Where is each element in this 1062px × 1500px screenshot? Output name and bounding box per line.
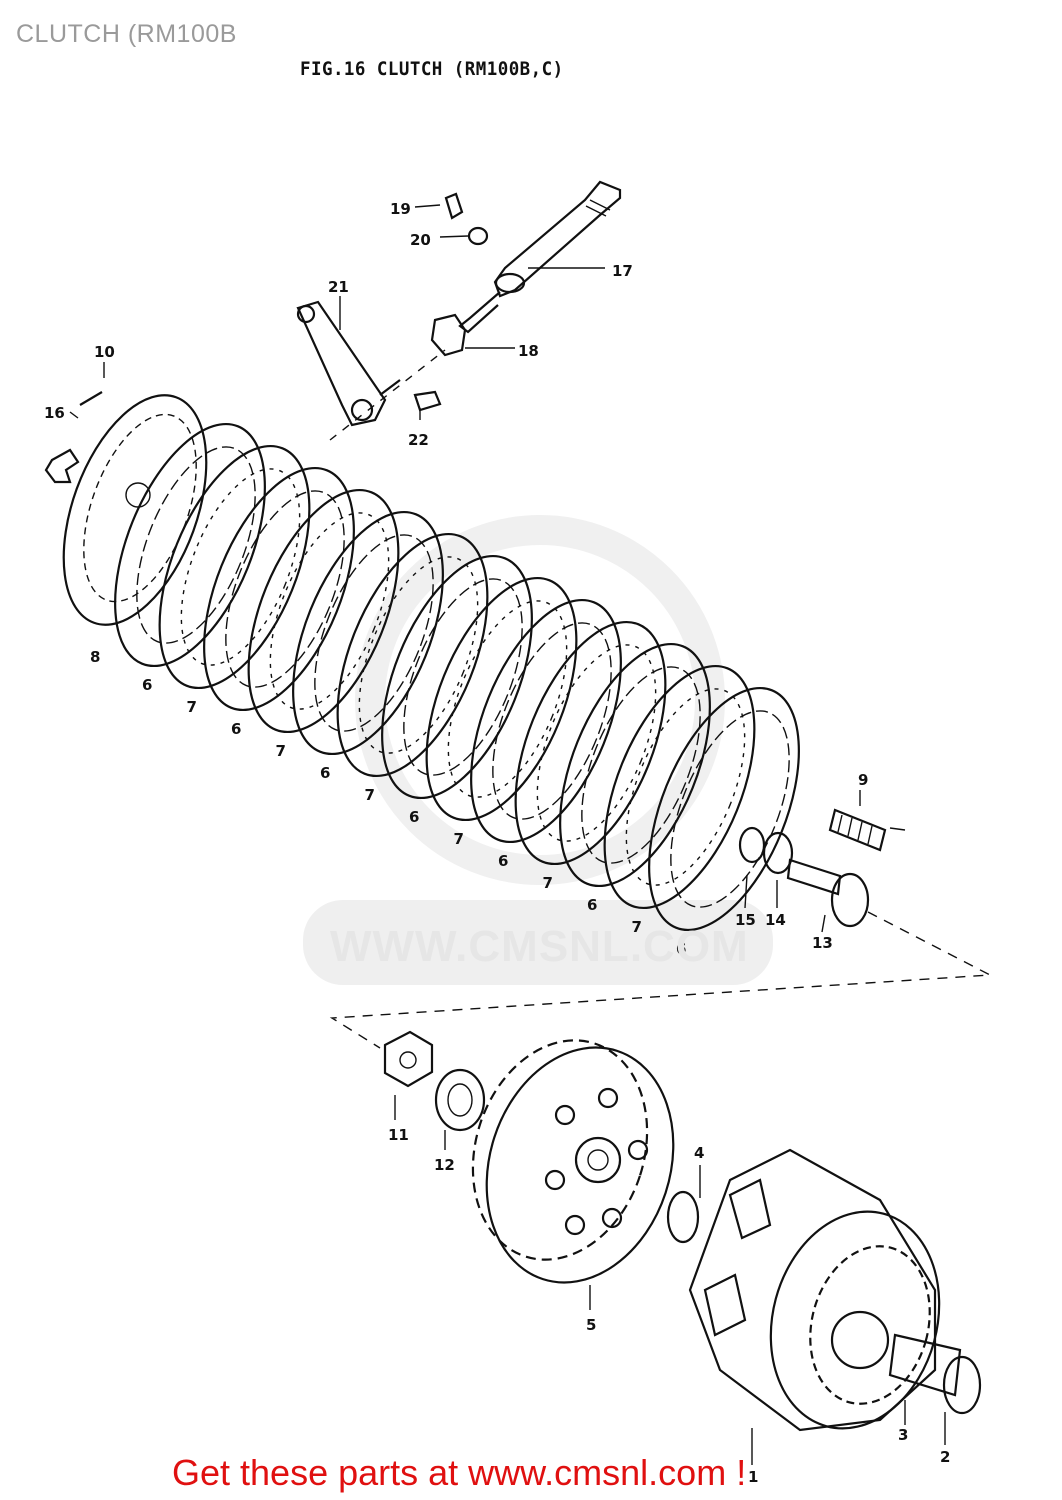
part-label: 21 <box>328 278 349 296</box>
clutch-plate <box>158 444 311 690</box>
part-label: 4 <box>694 1144 704 1162</box>
plate-label: 7 <box>632 918 642 936</box>
clutch-plate-inner <box>581 666 701 864</box>
clutch-plate-inner <box>225 490 345 688</box>
clutch-plate <box>470 598 622 844</box>
plate-label: 6 <box>142 676 152 694</box>
footer-link[interactable]: www.cmsnl.com <box>468 1452 727 1493</box>
plate-label: 7 <box>187 698 197 716</box>
part-label: 1 <box>748 1468 758 1486</box>
plate-label: 6 <box>587 896 597 914</box>
clutch-plate-inner <box>536 644 657 842</box>
nut-washer <box>383 1030 486 1132</box>
clutch-plate-stack <box>114 422 800 932</box>
part-label: 10 <box>94 343 115 361</box>
part-label: 14 <box>765 911 786 929</box>
pressure-plate <box>44 391 208 626</box>
clutch-plate <box>336 532 489 778</box>
clutch-plate-inner <box>358 556 479 754</box>
clutch-plate <box>514 620 667 866</box>
release-mechanism <box>296 180 622 441</box>
part-label: 22 <box>408 431 429 449</box>
clutch-plate <box>114 422 266 668</box>
clutch-plate <box>559 642 711 888</box>
part-label: 9 <box>858 771 868 789</box>
page-title: CLUTCH (RM100B <box>16 20 237 48</box>
clutch-plate <box>292 510 444 756</box>
clutch-plate-inner <box>314 534 434 732</box>
part-labels: 1 2 3 4 5 8 9 10 11 12 13 14 15 16 17 18… <box>44 200 950 1486</box>
plate-label: 6 <box>498 852 508 870</box>
plate-label: 7 <box>365 786 375 804</box>
part-label: 13 <box>812 934 833 952</box>
part-label: 18 <box>518 342 539 360</box>
push-rod-assembly <box>738 808 887 928</box>
footer-text: Get these parts at www.cmsnl.com ! <box>172 1452 746 1494</box>
clutch-plate-inner <box>625 688 746 886</box>
plate-labels: 6 7 6 7 6 7 6 7 6 7 6 7 6 <box>142 676 686 958</box>
plate-label: 6 <box>676 940 686 958</box>
part-label: 16 <box>44 404 65 422</box>
plate-label: 6 <box>320 764 330 782</box>
clutch-plate-inner <box>136 446 256 644</box>
footer-prefix: Get these parts at <box>172 1452 469 1493</box>
part-label: 3 <box>898 1426 908 1444</box>
clutch-plate <box>381 554 533 800</box>
footer-suffix: ! <box>726 1452 747 1493</box>
clutch-plate <box>247 488 400 734</box>
watermark-text: WWW.CMSNL.COM <box>330 922 749 971</box>
part-label: 20 <box>410 231 431 249</box>
clutch-sleeve-hub <box>471 1039 675 1284</box>
plate-label: 6 <box>409 808 419 826</box>
clutch-plate-inner <box>403 578 523 776</box>
leader-lines <box>69 204 946 1465</box>
clutch-plate <box>203 466 355 712</box>
part-label: 19 <box>390 200 411 218</box>
clutch-plate-inner <box>180 468 301 666</box>
part-label: 15 <box>735 911 756 929</box>
plate-label: 7 <box>454 830 464 848</box>
part-label: 11 <box>388 1126 409 1144</box>
clutch-plate-inner <box>269 512 390 710</box>
plate-label: 6 <box>231 720 241 738</box>
thrust-washer <box>666 1190 700 1244</box>
part-label: 5 <box>586 1316 596 1334</box>
clutch-plate-inner <box>492 622 612 820</box>
clutch-plate <box>603 664 756 910</box>
part-label: 8 <box>90 648 100 666</box>
clutch-plate-inner <box>447 600 568 798</box>
clutch-plate-inner <box>670 710 790 908</box>
clutch-housing <box>688 1148 982 1432</box>
part-label: 2 <box>940 1448 950 1466</box>
figure-title: FIG.16 CLUTCH (RM100B,C) <box>300 58 564 80</box>
plate-label: 7 <box>543 874 553 892</box>
plate-label: 7 <box>276 742 286 760</box>
part-label: 12 <box>434 1156 455 1174</box>
clutch-plate <box>425 576 578 822</box>
clutch-plate <box>648 686 800 932</box>
part-label: 17 <box>612 262 633 280</box>
